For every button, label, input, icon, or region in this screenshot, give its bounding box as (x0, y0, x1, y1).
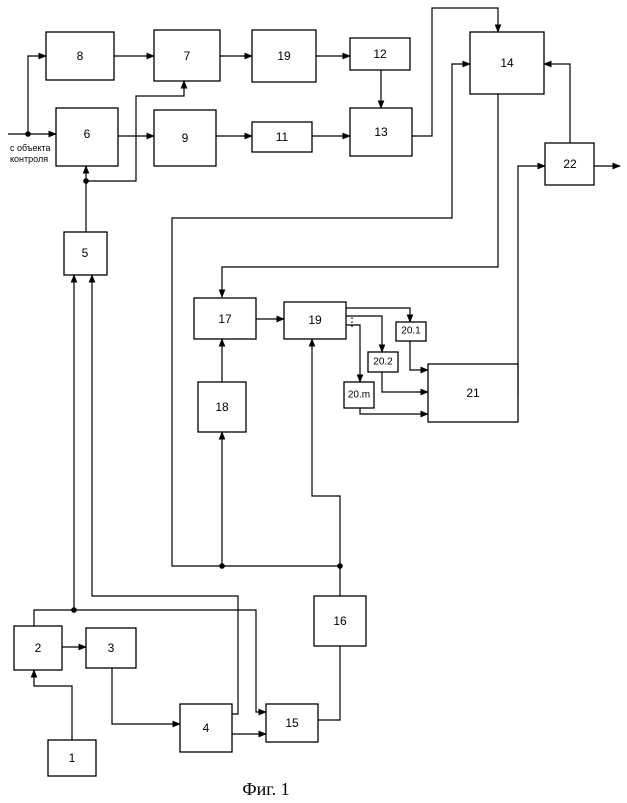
block-1: 1 (48, 740, 96, 776)
block-3: 3 (86, 628, 136, 668)
junction-dots (25, 131, 343, 613)
block-7-label: 7 (184, 49, 191, 63)
block-9: 9 (154, 110, 216, 166)
block-16: 16 (314, 596, 366, 646)
block-15-label: 15 (285, 716, 299, 730)
block-11-label: 11 (276, 130, 289, 144)
block-19-mid-label: 19 (308, 313, 322, 327)
block-21: 21 (428, 364, 518, 422)
block-16-label: 16 (333, 614, 347, 628)
block-20-1-label: 20.1 (401, 326, 421, 337)
block-20-1: 20.1 (396, 322, 426, 341)
block-2: 2 (14, 626, 62, 670)
block-14: 14 (470, 32, 544, 94)
block-19-top-label: 19 (277, 49, 291, 63)
block-19-mid: 19 (284, 302, 346, 339)
block-4-label: 4 (203, 721, 210, 735)
block-21-label: 21 (466, 386, 480, 400)
block-3-label: 3 (108, 641, 115, 655)
block-6: 6 (56, 108, 118, 166)
figure-caption: Фиг. 1 (242, 779, 289, 799)
block-19-top: 19 (252, 30, 316, 82)
block-14-label: 14 (500, 56, 514, 70)
block-17: 17 (194, 298, 256, 339)
block-22: 22 (545, 143, 594, 185)
block-20-m: 20.m (344, 382, 374, 408)
block-12: 12 (350, 38, 410, 70)
block-22-label: 22 (563, 157, 577, 171)
block-11: 11 (252, 122, 312, 152)
block-13: 13 (350, 108, 412, 156)
input-label-line1: с объекта (10, 143, 51, 153)
ellipsis-mark: ⋮ (346, 315, 358, 329)
block-2-label: 2 (35, 641, 42, 655)
block-7: 7 (154, 30, 220, 81)
block-5-label: 5 (82, 246, 89, 260)
block-18: 18 (198, 382, 246, 432)
block-5: 5 (64, 232, 107, 275)
block-20-2-label: 20.2 (373, 357, 393, 368)
block-1-label: 1 (69, 751, 76, 765)
block-13-label: 13 (374, 125, 388, 139)
block-12-label: 12 (373, 47, 387, 61)
block-20-2: 20.2 (368, 352, 398, 372)
block-20-m-label: 20.m (348, 390, 370, 401)
block-17-label: 17 (218, 312, 232, 326)
block-8-label: 8 (77, 49, 84, 63)
block-18-label: 18 (215, 400, 229, 414)
block-8: 8 (46, 32, 114, 80)
block-4: 4 (180, 704, 232, 752)
input-label-line2: контроля (10, 154, 48, 164)
block-15: 15 (266, 704, 318, 742)
block-6-label: 6 (84, 127, 91, 141)
block-9-label: 9 (182, 131, 189, 145)
